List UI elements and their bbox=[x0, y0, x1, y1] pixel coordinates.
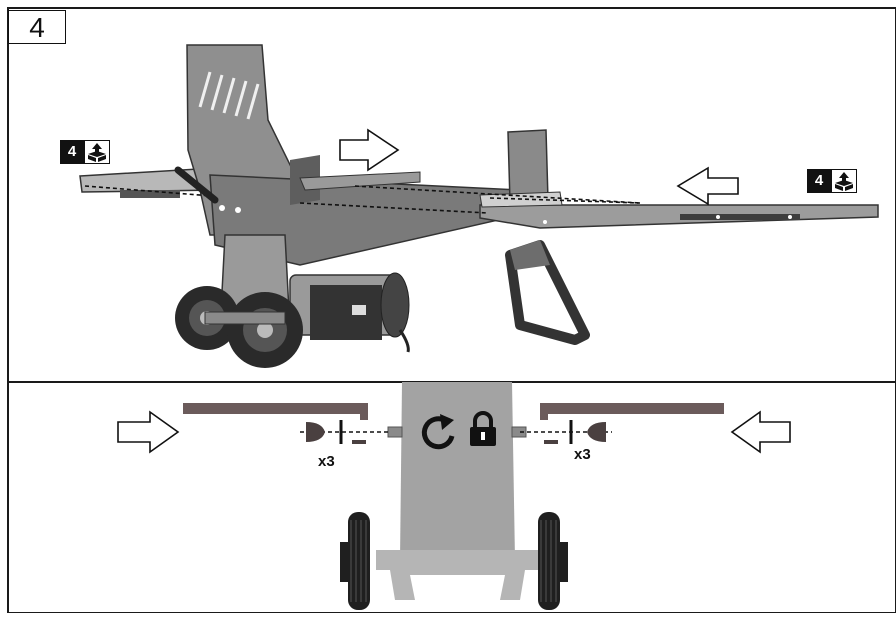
beam-top-rail bbox=[299, 171, 421, 191]
left-spacer bbox=[352, 440, 366, 444]
far-upright bbox=[507, 129, 549, 203]
push-arrow-left-icon bbox=[676, 166, 739, 206]
parts-badge-number: 4 bbox=[807, 169, 831, 193]
step-number: 4 bbox=[8, 10, 66, 44]
box-parts-icon bbox=[831, 169, 857, 193]
main-beam bbox=[209, 174, 521, 266]
parts-badge-right: 4 bbox=[807, 169, 857, 193]
mounting-detail bbox=[117, 382, 791, 610]
box-parts-icon bbox=[84, 140, 110, 164]
base-support bbox=[390, 560, 525, 600]
insert-arrow-right-icon bbox=[117, 410, 180, 454]
left-table-profile bbox=[183, 403, 368, 420]
left-cap-nut bbox=[306, 422, 325, 442]
right-thread-socket bbox=[511, 426, 527, 438]
right-cap-nut bbox=[587, 422, 606, 442]
right-bolt-assembly bbox=[520, 420, 612, 444]
right-table-plate bbox=[479, 204, 879, 229]
handle-lever bbox=[174, 166, 219, 204]
push-arrow-right-icon bbox=[339, 128, 400, 172]
alignment-lines bbox=[84, 185, 641, 214]
right-table-bracket bbox=[680, 214, 800, 220]
vent-slots bbox=[198, 71, 260, 120]
right-table-profile bbox=[540, 403, 724, 420]
left-thread-socket bbox=[387, 426, 403, 438]
front-wheel bbox=[227, 292, 303, 368]
parts-badge-number: 4 bbox=[60, 140, 84, 164]
quantity-right: x3 bbox=[574, 446, 591, 463]
motor-switch-box bbox=[310, 285, 382, 340]
left-table-bracket bbox=[120, 190, 180, 198]
quantity-left: x3 bbox=[318, 453, 335, 470]
right-wheel bbox=[538, 512, 560, 610]
right-spacer bbox=[544, 440, 558, 444]
rotate-clockwise-icon bbox=[421, 414, 455, 450]
power-cable bbox=[398, 329, 410, 353]
left-wheel bbox=[348, 512, 370, 610]
lock-icon bbox=[470, 411, 496, 446]
center-column bbox=[400, 382, 515, 560]
motor-endcap bbox=[380, 272, 410, 338]
insert-arrow-left-icon bbox=[730, 410, 791, 454]
parts-badge-left: 4 bbox=[60, 140, 110, 164]
log-splitter-machine bbox=[79, 44, 879, 368]
left-bolt-assembly bbox=[300, 420, 390, 444]
axle bbox=[204, 311, 286, 325]
